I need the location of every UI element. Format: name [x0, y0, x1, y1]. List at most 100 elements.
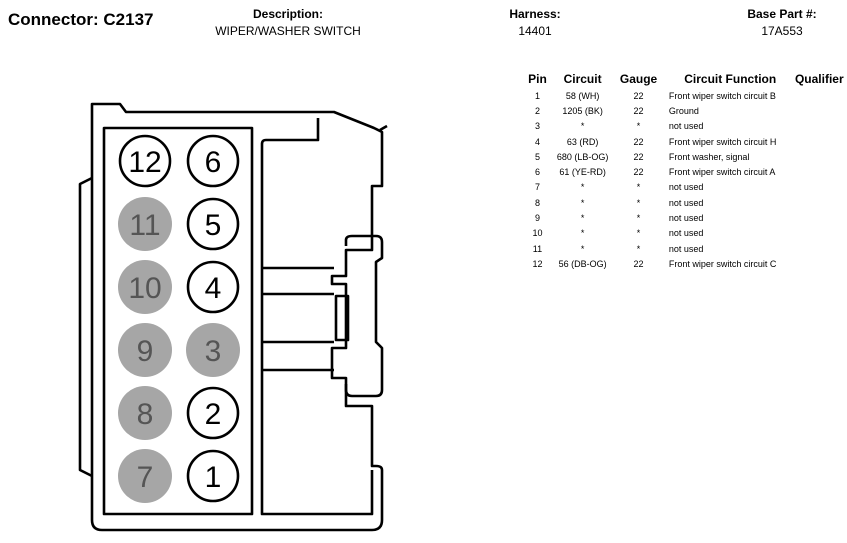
connector-housing	[78, 102, 388, 532]
pin-cavity-9	[118, 323, 172, 377]
pin-number-3: 3	[205, 335, 222, 368]
function-cell: not used	[668, 243, 704, 254]
pin-cell: 6	[534, 167, 540, 178]
table-row: 10 * * not used	[522, 226, 847, 241]
gauge-cell: 22	[633, 105, 644, 116]
pin-number-6: 6	[205, 146, 222, 179]
pin-number-8: 8	[137, 398, 154, 431]
table-row: 9**not used	[522, 210, 847, 225]
pin-cell: 3	[534, 121, 540, 132]
table-row: 1 58 (WH) 22 Front wiper switch circuit B	[522, 88, 847, 103]
pin-number-5: 5	[205, 209, 222, 242]
pin-cell: 2	[534, 105, 540, 116]
circuit-cell: 61 (YE-RD)	[559, 167, 606, 178]
pin-number-12: 12	[128, 146, 161, 179]
pin-table-body: 1 58 (WH) 22 Front wiper switch circuit B 2 1…	[522, 88, 847, 272]
circuit-cell: *	[580, 197, 585, 208]
gauge-cell: *	[636, 213, 641, 224]
function-cell: Front wiper switch circuit B	[668, 90, 776, 101]
pin-cavity-4	[186, 260, 240, 314]
pin-cell: 8	[534, 197, 540, 208]
table-row: 3 * * not used	[522, 119, 847, 134]
pin-cavity-12	[118, 134, 172, 188]
pin-cell: 4	[534, 136, 540, 147]
function-cell: not used	[668, 213, 704, 224]
column-header-circuit-function: Circuit Function	[684, 72, 777, 86]
circuit-cell: 56 (DB-OG)	[558, 258, 607, 269]
column-header-qualifier: Qualifier	[794, 72, 844, 86]
pin-number-11: 11	[129, 209, 160, 242]
base-part-value: 17A553	[761, 24, 803, 38]
pin-cavity-7	[118, 449, 172, 503]
function-cell: Front washer, signal	[668, 151, 750, 162]
gauge-cell: 22	[633, 136, 644, 147]
pin-cell: 1	[534, 90, 540, 101]
function-cell: not used	[668, 121, 704, 132]
function-cell: not used	[668, 228, 704, 239]
pin-cavity-10	[118, 260, 172, 314]
pin-number-10: 10	[128, 272, 161, 305]
connector-title: Connector: C2137	[8, 10, 154, 29]
function-cell: not used	[668, 197, 704, 208]
pin-cavity-8	[118, 386, 172, 440]
table-row: 11 * * not used	[522, 241, 847, 256]
latch-tab	[344, 234, 384, 398]
column-header-gauge: Gauge	[619, 72, 658, 86]
circuit-cell: *	[580, 243, 585, 254]
base-part-label: Base Part #:	[747, 7, 817, 21]
gauge-cell: 22	[633, 90, 644, 101]
gauge-cell: 22	[633, 151, 644, 162]
circuit-cell: 58 (WH)	[565, 90, 600, 101]
pin-number-7: 7	[137, 461, 154, 494]
top-arrow	[379, 124, 388, 132]
latch-window	[334, 294, 350, 342]
table-row: 8 * * not used	[522, 195, 847, 210]
pin-number-4: 4	[205, 272, 222, 305]
gauge-cell: *	[636, 182, 641, 193]
table-row: 12 56 (DB-OG) 22 Front wiper switch circuit…	[522, 256, 847, 271]
housing-right-bay-top	[260, 118, 320, 150]
gauge-cell: *	[636, 197, 641, 208]
table-row: 5 680 (LB-OG) 22 Front washer, signal	[522, 149, 847, 164]
circuit-cell: *	[580, 228, 585, 239]
pin-cell: 5	[534, 151, 540, 162]
housing-inner-outline	[102, 126, 254, 516]
circuit-cell: 680 (LB-OG)	[556, 151, 609, 162]
pin-cell: 12	[532, 258, 543, 269]
gauge-cell: *	[636, 121, 641, 132]
gauge-cell: *	[636, 228, 641, 239]
pin-number-2: 2	[205, 398, 222, 431]
description-label: Description:	[252, 7, 323, 21]
left-rib	[78, 176, 93, 478]
circuit-cell: 1205 (BK)	[562, 105, 603, 116]
function-cell: Ground	[668, 105, 699, 116]
function-cell: Front wiper switch circuit C	[668, 258, 777, 269]
pin-cavity-11	[118, 197, 172, 251]
pin-cavity-1	[186, 449, 240, 503]
circuit-cell: 63 (RD)	[566, 136, 599, 147]
circuit-cell: *	[580, 121, 585, 132]
pin-cavity-6	[186, 134, 240, 188]
base-part-block: Base Part #: 17A553	[724, 7, 840, 38]
pin-cell: 11	[532, 243, 543, 254]
harness-block: Harness: 14401	[485, 7, 585, 38]
pin-cell: 7	[534, 182, 540, 193]
gauge-cell: *	[636, 243, 641, 254]
table-row: 7**not used	[522, 180, 847, 195]
gauge-cell: 22	[633, 167, 644, 178]
pin-cavity-5	[186, 197, 240, 251]
pin-cell: 9	[534, 213, 540, 224]
description-value: WIPER/WASHER SWITCH	[215, 24, 361, 38]
pin-cell: 10	[532, 228, 543, 239]
circuit-cell: *	[580, 182, 585, 193]
pin-cavity-3	[186, 323, 240, 377]
gauge-cell: 22	[633, 258, 644, 269]
table-row: 2 1205 (BK) 22 Ground	[522, 103, 847, 118]
pin-table-header: Pin Circuit Gauge Circuit Function Quali…	[522, 72, 847, 88]
column-header-circuit: Circuit	[563, 72, 602, 86]
pin-number-9: 9	[137, 335, 154, 368]
description-block: Description: WIPER/WASHER SWITCH	[200, 7, 376, 38]
